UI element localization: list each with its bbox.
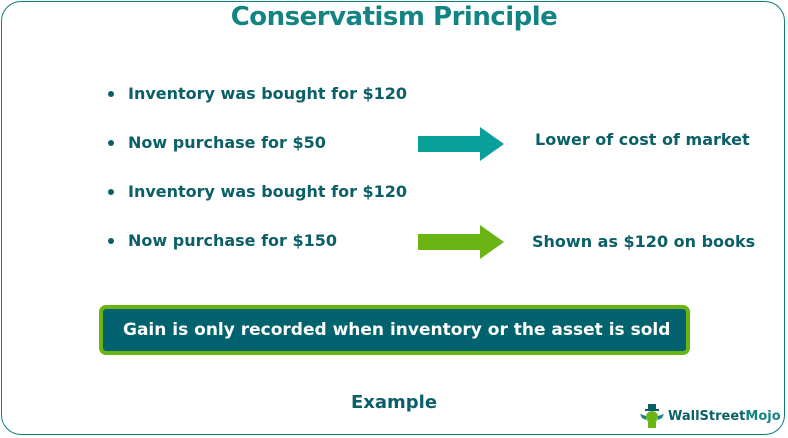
bullet-text: Now purchase for $150 [128,231,338,250]
logo: WallStreetMojo [640,404,781,428]
note-box: Gain is only recorded when inventory or … [99,305,690,355]
bullet-icon [108,90,114,97]
result-text: Lower of cost of market [535,130,750,149]
bullet-item: Inventory was bought for $120 [108,84,407,103]
bullet-text: Inventory was bought for $120 [128,182,408,201]
bullet-item: Now purchase for $50 [108,133,326,152]
bullet-text: Now purchase for $50 [128,133,326,152]
bullet-text: Inventory was bought for $120 [128,84,408,103]
logo-text: WallStreetMojo [668,408,781,424]
arrow-right-icon [418,127,504,161]
bullet-icon [108,237,114,244]
caption: Example [350,392,438,413]
bullet-icon [108,188,114,195]
bullet-item: Now purchase for $150 [108,231,337,250]
bullet-icon [108,139,114,146]
diagram-title: Conservatism Principle [230,2,558,32]
mascot-icon [640,404,664,428]
result-text: Shown as $120 on books [532,232,756,251]
note-text: Gain is only recorded when inventory or … [123,320,671,340]
bullet-item: Inventory was bought for $120 [108,182,407,201]
arrow-right-icon [418,225,504,259]
